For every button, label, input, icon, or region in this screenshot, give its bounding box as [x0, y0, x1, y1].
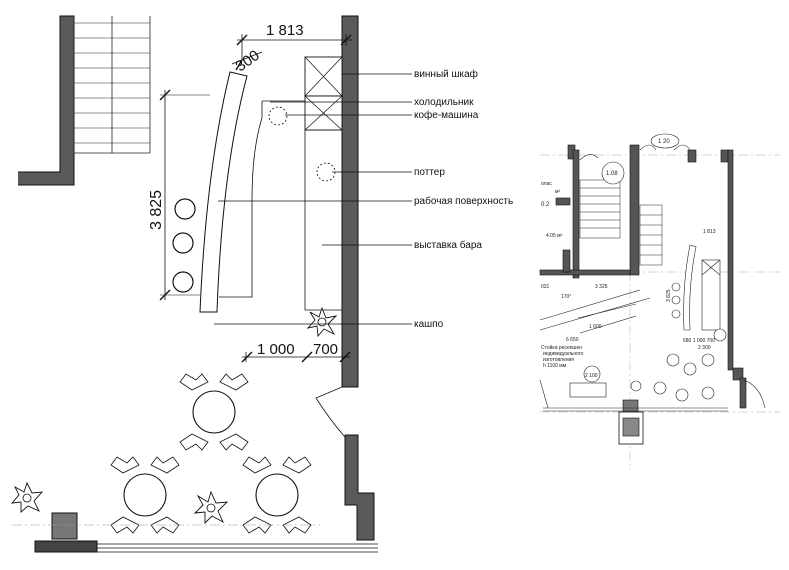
dim-bottom: 1 000 700: [241, 341, 351, 363]
overview-texts: олас м² 0.2 4.05 м² 1 813 031 3 325 170°…: [541, 181, 716, 379]
label-planter: кашпо: [414, 319, 444, 330]
label-coffee-machine: кофе-машина: [414, 109, 479, 121]
ov-text-reception-4: h 1100 мм: [543, 363, 567, 369]
component-labels: винный шкаф холодильник кофе-машина потт…: [414, 68, 513, 330]
ov-text-6650: 6 650: [566, 337, 579, 343]
top-tag-text: 1 20: [658, 139, 670, 145]
work-surface: [219, 100, 342, 311]
ov-text-031: 031: [541, 284, 550, 290]
dim-300: 300: [231, 47, 263, 75]
dining-table-2: [110, 456, 180, 534]
ov-text-170: 170°: [561, 294, 571, 300]
ov-text-reception-1: Стойка ресепшен: [541, 344, 582, 351]
dim-width-top: 1 813: [236, 22, 352, 60]
label-work-surface: рабочая поверхность: [414, 195, 513, 207]
overview-plan: 1.08 1 20: [539, 133, 780, 470]
ov-text-3825: 3 825: [666, 289, 672, 302]
overview-doors: [539, 144, 766, 409]
overview-bar: [671, 244, 721, 331]
staircase: [18, 15, 151, 186]
bar-counter: [199, 71, 248, 313]
ov-text-reception-3: изготовления: [543, 357, 574, 363]
bottom-window-wall: [12, 524, 378, 553]
ov-text-3325: 3 325: [595, 284, 608, 290]
main-plan: 1 813 300 3 825: [10, 15, 513, 553]
ov-text-kolas: олас: [541, 181, 552, 187]
dining-table-3: [242, 456, 312, 534]
overview-walls: [539, 144, 747, 409]
overview-stairs: [579, 179, 663, 266]
plant-center: [193, 490, 229, 525]
planter-plant: [306, 306, 338, 338]
ov-text-area-405: 4.05 м²: [546, 233, 563, 239]
ov-text-2100: 2 100: [585, 373, 598, 379]
ov-text-area-102: 0.2: [541, 202, 550, 208]
overview-tables: [583, 353, 715, 402]
column-bottom: [34, 512, 98, 553]
dim-text-1000: 1 000: [257, 341, 295, 358]
ov-text-1813: 1 813: [703, 229, 716, 235]
overview-column: [543, 399, 728, 445]
label-bar-display: выставка бара: [414, 239, 482, 251]
overview-plants: [630, 328, 727, 392]
overview-reception: [539, 289, 651, 398]
plant-left: [10, 481, 44, 513]
dining-table-1: [179, 373, 249, 451]
label-potter: поттер: [414, 167, 445, 178]
top-tag-ellipse: [650, 133, 680, 149]
coffee-machine: [268, 106, 288, 126]
dim-text-1813: 1 813: [266, 22, 304, 39]
dim-height-left: 3 825: [148, 89, 210, 301]
label-fridge: холодильник: [414, 97, 474, 108]
room-tag-text: 1.08: [606, 171, 618, 177]
wine-cabinet: [304, 56, 343, 97]
fridge: [304, 95, 343, 131]
bar-stools: [172, 198, 196, 293]
ov-text-680: 680 1 000 700: [683, 338, 715, 344]
dim-text-3825: 3 825: [148, 190, 165, 230]
ov-text-2300: 2 300: [698, 345, 711, 351]
ov-text-m2: м²: [555, 189, 560, 195]
room-tag-circle: [601, 161, 625, 185]
label-wine-cabinet: винный шкаф: [414, 68, 478, 80]
leader-lines: [214, 73, 412, 325]
right-wall: [315, 15, 375, 541]
ov-text-1600: 1 600: [589, 324, 602, 330]
dim-text-700: 700: [313, 341, 338, 358]
ov-text-reception-2: индивидуального: [543, 351, 584, 357]
dim-text-300: 300: [233, 47, 263, 75]
